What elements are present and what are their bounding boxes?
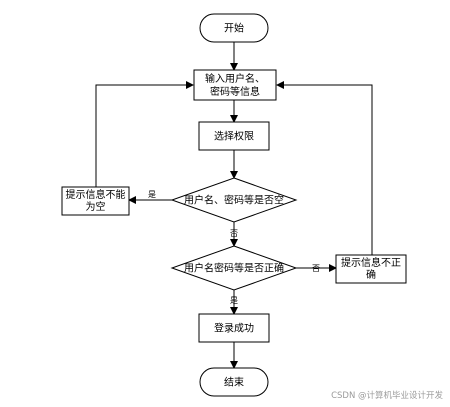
select-role-label: 选择权限 — [214, 130, 254, 143]
msg-empty-line1: 提示信息不能 — [66, 188, 126, 201]
check-empty-label: 用户名、密码等是否空 — [184, 194, 284, 207]
watermark: CSDN @计算机毕业设计开发 — [331, 390, 443, 401]
start-label: 开始 — [224, 22, 244, 35]
input-label-line2: 密码等信息 — [210, 85, 260, 98]
login-success-process — [198, 313, 270, 343]
check-correct-label: 用户名密码等是否正确 — [184, 262, 284, 275]
input-process — [193, 69, 277, 101]
msg-wrong-line2: 确 — [366, 268, 376, 281]
input-label-line1: 输入用户名、 — [205, 72, 265, 85]
edge-label-yes-correct: 是 — [230, 296, 238, 305]
edge-msg-wrong-loop — [276, 81, 373, 255]
edge-msg-empty-loop — [95, 81, 194, 187]
edge-label-yes-empty: 是 — [148, 190, 156, 199]
end-label: 结束 — [224, 376, 244, 389]
msg-wrong-process — [335, 254, 407, 284]
check-empty-decision — [170, 177, 298, 223]
select-role-process — [198, 121, 270, 151]
login-success-label: 登录成功 — [214, 322, 254, 335]
edge-label-no-empty: 否 — [230, 229, 238, 238]
msg-empty-line2: 为空 — [86, 200, 106, 213]
start-terminator — [199, 13, 269, 43]
check-correct-decision — [170, 245, 298, 291]
edge-label-no-correct: 否 — [312, 264, 320, 273]
msg-empty-process — [61, 186, 130, 216]
msg-wrong-line1: 提示信息不正 — [341, 256, 401, 269]
end-terminator — [199, 367, 269, 397]
